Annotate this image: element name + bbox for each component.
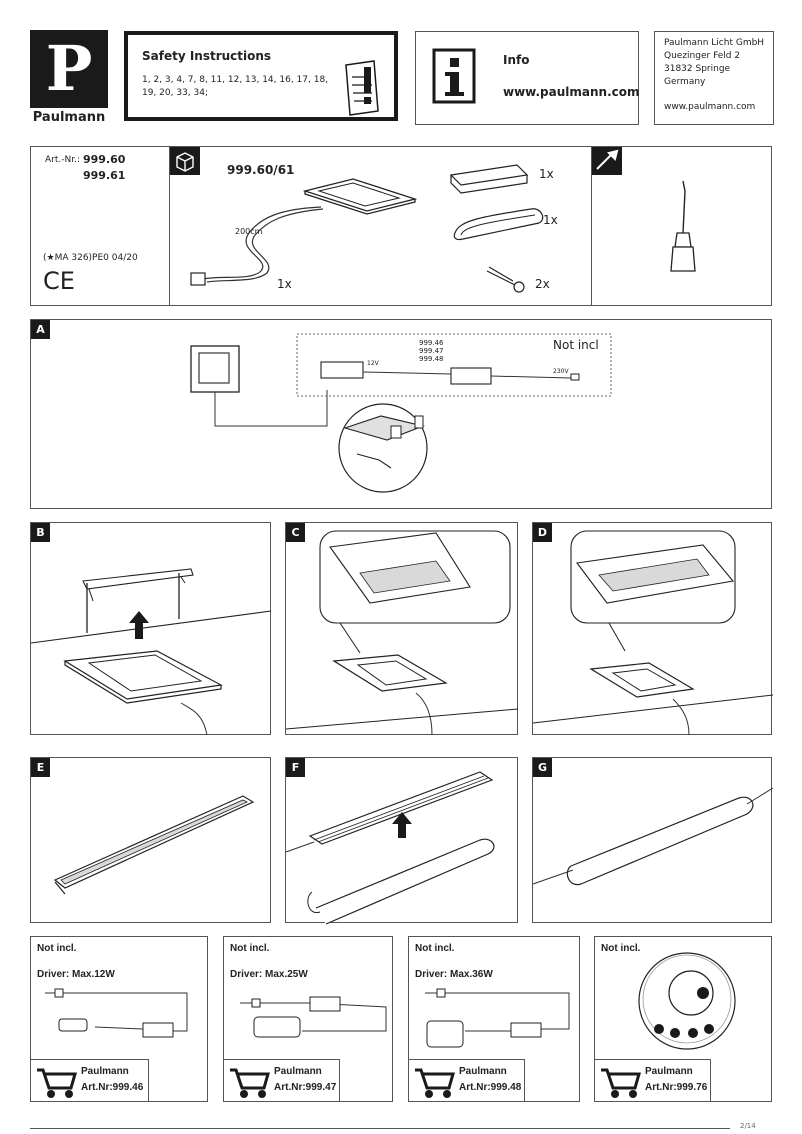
accessory-card-4: Not incl. Paulmann Art.Nr:999.76 xyxy=(594,936,772,1102)
voltage-12v: 12V xyxy=(367,360,379,367)
screwdriver-icon xyxy=(592,147,696,272)
step-a-label: A xyxy=(31,320,50,339)
cable-length: 200cm xyxy=(235,227,263,236)
safety-numbers-line-1: 1, 2, 3, 4, 7, 8, 11, 12, 13, 14, 16, 17… xyxy=(142,75,329,85)
step-f-label: F xyxy=(286,758,305,777)
shop-box: Paulmann Art.Nr:999.48 xyxy=(409,1059,525,1101)
driver-wiring-icon xyxy=(240,996,387,1038)
step-b-panel: B xyxy=(30,522,272,736)
package-title: 999.60/61 xyxy=(227,163,295,177)
address-box: Paulmann Licht GmbH Quezinger Feld 2 318… xyxy=(654,31,774,125)
cart-icon xyxy=(601,1068,641,1098)
step-f-illustration xyxy=(285,771,495,925)
wiring-illustration xyxy=(190,333,612,493)
shop-art-nr: Art.Nr:999.47 xyxy=(274,1082,337,1093)
step-e-label: E xyxy=(31,758,50,777)
accessory-card-3: Not incl. Driver: Max.36W Paulmann Art.N… xyxy=(408,936,580,1102)
address-line-4: Germany xyxy=(664,77,706,87)
contents-divider-2 xyxy=(591,147,592,305)
address-line-1: Paulmann Licht GmbH xyxy=(664,38,765,48)
parts-illustration xyxy=(449,164,544,293)
driver-spec: Driver: Max.25W xyxy=(230,969,308,980)
info-box: Info www.paulmann.com xyxy=(415,31,640,125)
step-d-illustration xyxy=(532,530,774,736)
contents-divider-1 xyxy=(169,147,170,305)
not-incl-label: Not incl. xyxy=(415,943,455,954)
info-title: Info xyxy=(503,53,530,67)
step-a-panel: A 999.46 999.47 999.48 Not incl 12V 230V xyxy=(30,319,772,509)
brand-name: Paulmann xyxy=(32,110,106,125)
driver-model-2: 999.47 xyxy=(419,347,444,355)
step-c-panel: C xyxy=(285,522,519,736)
cart-icon xyxy=(230,1068,270,1098)
safety-instructions-box: Safety Instructions 1, 2, 3, 4, 7, 8, 11… xyxy=(124,31,398,121)
step-g-illustration xyxy=(532,787,774,886)
document-warning-icon xyxy=(345,60,379,116)
info-url[interactable]: www.paulmann.com xyxy=(503,85,640,99)
art-label: Art.-Nr.: xyxy=(45,155,80,165)
step-e-panel: E xyxy=(30,757,271,923)
driver-model-1: 999.46 xyxy=(419,339,444,347)
qty-panel: 1x xyxy=(277,277,292,291)
shop-art-nr: Art.Nr:999.76 xyxy=(645,1082,708,1093)
step-c-label: C xyxy=(286,523,305,542)
step-f-panel: F xyxy=(285,757,518,925)
step-d-label: D xyxy=(533,523,552,542)
address-line-2: Quezinger Feld 2 xyxy=(664,51,741,61)
voltage-230v: 230V xyxy=(553,368,569,375)
driver-wiring-icon xyxy=(425,988,570,1048)
package-icon xyxy=(170,147,200,175)
driver-spec: Driver: Max.12W xyxy=(37,969,115,980)
safety-title: Safety Instructions xyxy=(142,49,272,63)
not-incl-label: Not incl. xyxy=(230,943,270,954)
shop-art-nr: Art.Nr:999.46 xyxy=(81,1082,144,1093)
step-d-panel: D xyxy=(532,522,774,736)
shop-brand: Paulmann xyxy=(645,1066,693,1077)
address-line-3: 31832 Springe xyxy=(664,64,731,74)
cart-icon xyxy=(415,1068,455,1098)
step-e-illustration xyxy=(53,795,255,895)
shop-brand: Paulmann xyxy=(274,1066,322,1077)
not-included-label: Not incl xyxy=(553,338,599,352)
cart-icon xyxy=(37,1068,77,1098)
certificate-code: (★MA 326)PE0 04/20 xyxy=(43,253,138,263)
not-incl-label: Not incl. xyxy=(601,943,641,954)
step-g-label: G xyxy=(533,758,552,777)
accessory-card-1: Not incl. Driver: Max.12W Paulmann Art.N… xyxy=(30,936,208,1102)
art-nr-1: 999.60 xyxy=(83,153,126,166)
brand-logo: P xyxy=(30,30,108,108)
dimmer-remote-icon xyxy=(638,952,736,1050)
qty-driver: 1x xyxy=(539,167,554,181)
shop-box: Paulmann Art.Nr:999.76 xyxy=(595,1059,711,1101)
shop-art-nr: Art.Nr:999.48 xyxy=(459,1082,522,1093)
panel-illustration xyxy=(190,178,418,286)
shop-brand: Paulmann xyxy=(81,1066,129,1077)
footer-rule xyxy=(30,1128,730,1129)
contents-panel: Art.-Nr.: 999.60 999.61 (★MA 326)PE0 04/… xyxy=(30,146,772,306)
safety-numbers-line-2: 19, 20, 33, 34; xyxy=(142,88,209,98)
accessory-card-2: Not incl. Driver: Max.25W Paulmann Art.N… xyxy=(223,936,393,1102)
not-incl-label: Not incl. xyxy=(37,943,77,954)
address-web[interactable]: www.paulmann.com xyxy=(664,102,756,112)
driver-spec: Driver: Max.36W xyxy=(415,969,493,980)
step-b-illustration xyxy=(30,568,272,736)
art-nr-2: 999.61 xyxy=(83,169,126,182)
step-g-panel: G xyxy=(532,757,774,923)
page-number: 2/14 xyxy=(740,1122,756,1130)
step-b-label: B xyxy=(31,523,50,542)
step-c-illustration xyxy=(285,530,519,736)
info-icon xyxy=(432,48,476,104)
logo-letter: P xyxy=(45,32,93,105)
driver-wiring-icon xyxy=(45,988,188,1038)
qty-screws: 2x xyxy=(535,277,550,291)
shop-box: Paulmann Art.Nr:999.46 xyxy=(31,1059,149,1101)
qty-cover: 1x xyxy=(543,213,558,227)
shop-brand: Paulmann xyxy=(459,1066,507,1077)
driver-model-3: 999.48 xyxy=(419,355,444,363)
shop-box: Paulmann Art.Nr:999.47 xyxy=(224,1059,340,1101)
ce-mark: CE xyxy=(43,267,75,295)
